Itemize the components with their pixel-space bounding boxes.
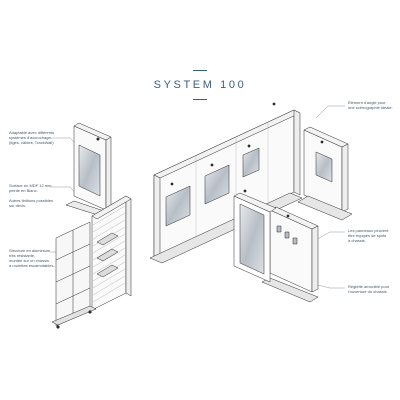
corner-frame [315,151,333,183]
callout-structure: Structure en aluminium très résistante, … [9,248,55,268]
small-frame-2 [284,231,290,239]
tall-panel-frame [239,203,265,275]
left-wall-top [73,122,112,141]
back-wall-end [153,174,161,262]
frame-3 [242,147,260,178]
left-wall-unit [65,122,112,218]
callout-adaptable: Adaptable avec différents systèmes d'acc… [9,130,55,145]
front-wall-side [311,225,319,293]
spot-light [210,163,214,167]
shelves [96,232,119,278]
callout-element: Élément d'angle pour une scénographie id… [348,100,393,110]
frame-2 [204,164,230,205]
diagram-title: SYSTEM 100 [153,79,247,91]
spot-light [320,140,324,144]
callout-surface: Surface en MDF 12 mm peinte en Blanc. [9,183,52,193]
structure-chassis [51,305,97,326]
left-wall-frame [78,144,101,197]
spot-light [243,189,247,193]
leader-element [315,105,345,119]
spot-light [286,214,290,218]
callout-panneaux: Les panneaux peuvent être équipés de spo… [348,228,389,243]
corner-element [293,109,353,221]
corner-side [341,143,349,213]
spot-light [272,102,276,106]
left-wall-side [105,136,112,211]
spot-light [247,144,251,148]
spot-light [170,182,174,186]
center-front-wall [233,189,319,303]
small-frame-3 [292,237,298,245]
corner-return [293,109,301,196]
slatted-side [125,195,132,297]
wheel [88,310,92,314]
title-rule-top [193,70,207,71]
slatted-top [91,195,132,220]
title-rule-bottom [193,99,207,100]
corner-base [297,195,353,221]
callout-finitions: Autres finitions possibles sur devis. [9,198,54,208]
wheel [56,325,60,329]
callout-reglette: Réglette amovible pour l'ouverture du ch… [348,284,390,294]
spot-light [96,137,100,141]
slatted-wall-unit [91,195,132,311]
frame-1 [165,185,191,227]
small-frame-1 [276,225,282,233]
tall-panel-top [233,192,277,213]
aluminium-structure [51,221,97,329]
